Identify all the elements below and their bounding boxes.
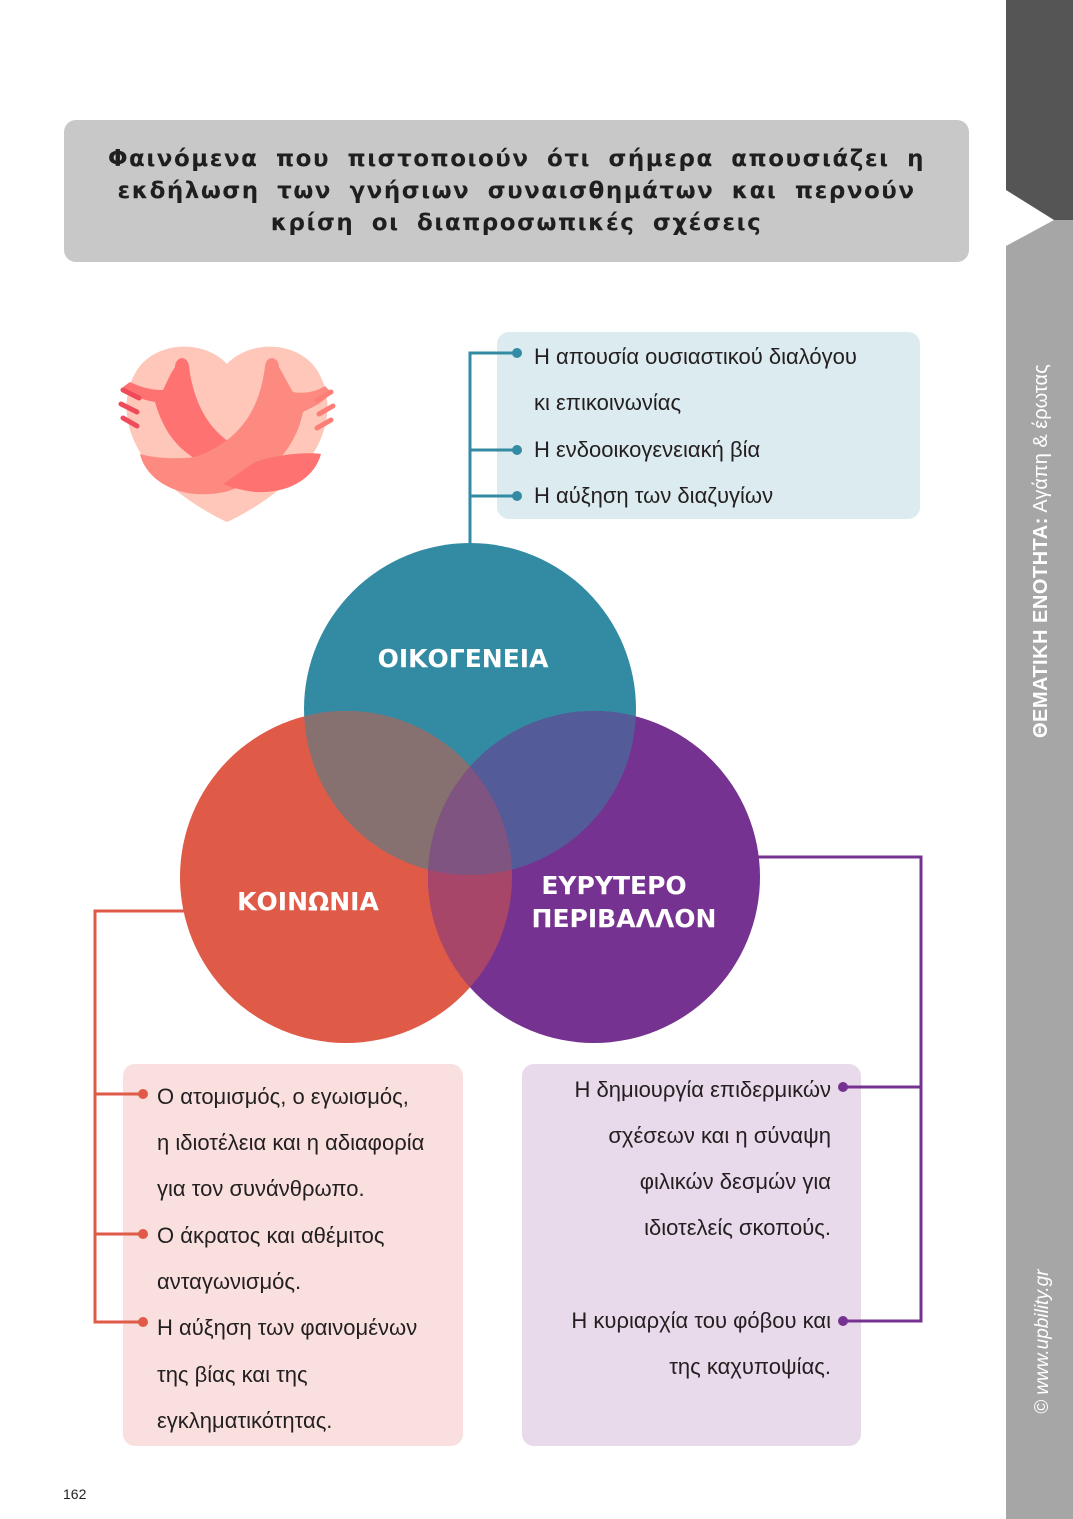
wider-label-line2: ΠΕΡΙΒΑΛΛΟΝ <box>532 904 717 933</box>
wider-label-line1: ΕΥΡΥΤΕΡΟ <box>541 871 686 900</box>
sidebar-section-title: ΘΕΜΑΤΙΚΗ ΕΝΟΤΗΤΑ: Αγάπη & έρωτας <box>1030 364 1053 738</box>
page-title: Φαινόμενα που πιστοποιούν ότι σήμερα απο… <box>107 146 925 236</box>
page-number: 162 <box>63 1486 87 1502</box>
society-item: της βίας και της <box>157 1362 308 1387</box>
society-item: η ιδιοτέλεια και η αδιαφορία <box>157 1130 425 1155</box>
society-item: Ο ατομισμός, ο εγωισμός, <box>157 1084 409 1109</box>
heart-hug-icon <box>118 346 336 522</box>
sidebar-band <box>1006 0 1073 1519</box>
venn-diagram: ΟΙΚΟΓΕΝΕΙΑ ΚΟΙΝΩΝΙΑ ΕΥΡΥΤΕΡΟ ΠΕΡΙΒΑΛΛΟΝ <box>93 348 923 1327</box>
title-box: Φαινόμενα που πιστοποιούν ότι σήμερα απο… <box>64 120 969 262</box>
copyright: © www.upbility.gr <box>1032 1269 1053 1414</box>
society-label: ΚΟΙΝΩΝΙΑ <box>237 887 379 916</box>
section-label: ΘΕΜΑΤΙΚΗ ΕΝΟΤΗΤΑ: <box>1030 517 1052 738</box>
society-connector <box>93 909 184 1324</box>
family-item: κι επικοινωνίας <box>534 390 682 415</box>
society-item: για τον συνάνθρωπο. <box>157 1176 365 1201</box>
family-item: Η απουσία ουσιαστικού διαλόγου <box>534 344 857 369</box>
wider-item: της καχυποψίας. <box>669 1354 831 1379</box>
wider-item: Η δημιουργία επιδερμικών <box>574 1077 831 1102</box>
family-box <box>497 332 920 519</box>
society-item: εγκληματικότητας. <box>157 1408 333 1433</box>
wider-environment-box <box>522 1064 861 1446</box>
family-label: ΟΙΚΟΓΕΝΕΙΑ <box>378 644 549 673</box>
society-box <box>123 1064 463 1446</box>
wider-connector <box>758 855 923 1323</box>
society-item: Ο άκρατος και αθέμιτος <box>157 1223 385 1248</box>
wider-item: φιλικών δεσμών για <box>639 1169 831 1194</box>
section-topic: Αγάπη & έρωτας <box>1030 364 1052 513</box>
society-item: Η αύξηση των φαινομένων <box>157 1315 418 1340</box>
family-connector <box>468 351 517 545</box>
wider-item: Η κυριαρχία του φόβου και <box>571 1308 831 1333</box>
family-item: Η αύξηση των διαζυγίων <box>534 483 774 508</box>
wider-item: ιδιοτελείς σκοπούς. <box>644 1215 831 1240</box>
society-item: ανταγωνισμός. <box>157 1269 302 1294</box>
wider-item: σχέσεων και η σύναψη <box>608 1123 831 1148</box>
family-item: Η ενδοοικογενειακή βία <box>534 437 761 462</box>
